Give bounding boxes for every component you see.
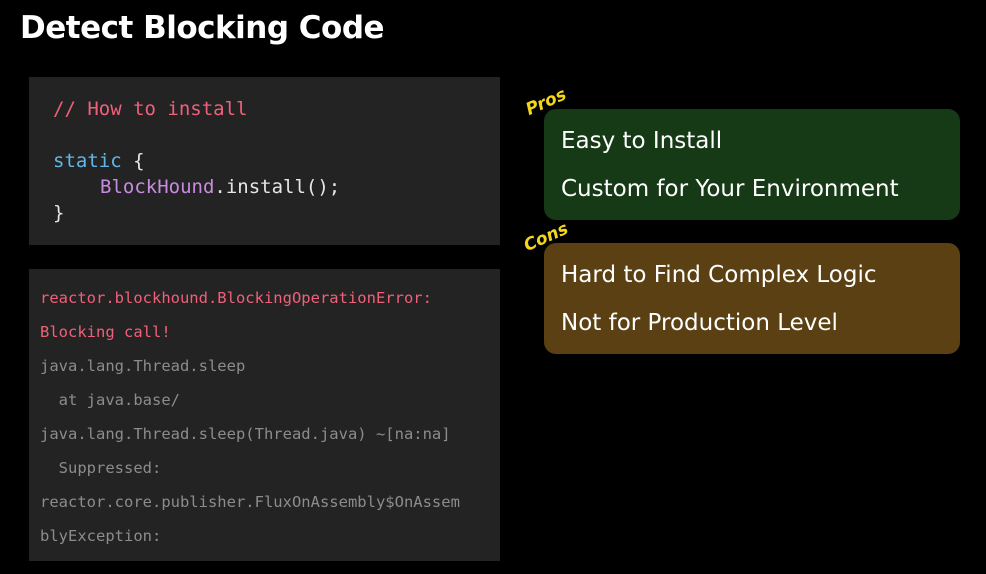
code-comment: // How to install — [53, 98, 248, 120]
log-line: reactor.blockhound.BlockingOperationErro… — [40, 289, 432, 307]
error-log-block: reactor.blockhound.BlockingOperationErro… — [29, 269, 500, 561]
code-keyword-static: static — [53, 150, 122, 172]
code-install-line: BlockHound.install(); — [100, 174, 340, 200]
log-line: Blocking call! — [40, 323, 171, 341]
code-class-blockhound: BlockHound — [100, 176, 215, 198]
code-install-call: .install(); — [214, 176, 341, 198]
slide-title: Detect Blocking Code — [20, 10, 385, 46]
install-code-block: // How to install static { BlockHound.in… — [29, 77, 500, 245]
pros-item: Custom for Your Environment — [561, 176, 899, 202]
log-line: java.lang.Thread.sleep(Thread.java) ~[na… — [40, 425, 451, 443]
cons-item: Hard to Find Complex Logic — [561, 262, 877, 288]
code-close-brace: } — [53, 202, 65, 224]
cons-card: Hard to Find Complex Logic Not for Produ… — [544, 243, 960, 354]
code-static-line: static { — [53, 148, 145, 174]
pros-item: Easy to Install — [561, 128, 723, 154]
log-line: reactor.core.publisher.FluxOnAssembly$On… — [40, 493, 460, 511]
cons-item: Not for Production Level — [561, 310, 838, 336]
log-line: java.lang.Thread.sleep — [40, 357, 246, 375]
log-line: blyException: — [40, 527, 162, 545]
log-line: at java.base/ — [40, 391, 180, 409]
code-open-brace: { — [121, 150, 145, 172]
pros-card: Easy to Install Custom for Your Environm… — [544, 109, 960, 220]
log-line: Suppressed: — [40, 459, 162, 477]
